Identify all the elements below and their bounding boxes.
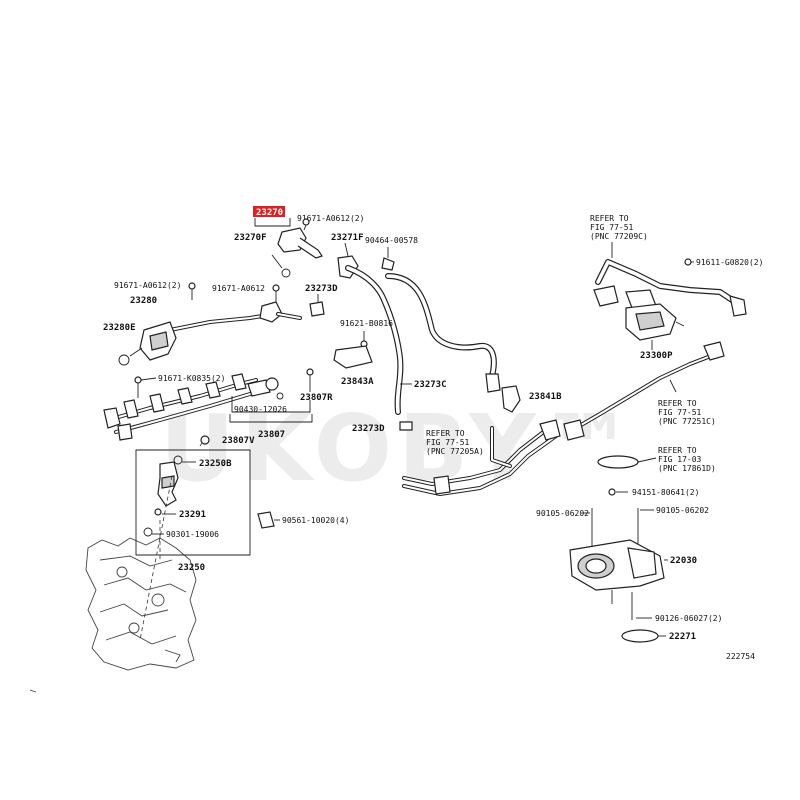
refer-77251c-line2: FIG 77-51 xyxy=(658,408,702,417)
label-23270: 23270 xyxy=(256,208,283,218)
label-23250b: 23250B xyxy=(199,459,232,469)
fuel-fitting-icon xyxy=(247,379,271,397)
clip-90464-icon xyxy=(381,257,395,271)
label-90464-00578: 90464-00578 xyxy=(365,236,418,245)
throttle-body-icon xyxy=(569,539,665,604)
drawing-number: 222754 xyxy=(726,652,755,661)
label-23273d-top: 23273D xyxy=(305,284,338,294)
o-ring-23280e-icon xyxy=(118,354,130,366)
refer-77209c-line1: REFER TO xyxy=(590,214,629,223)
plug-23807v-icon xyxy=(200,435,210,445)
hose-clamp-icon xyxy=(597,455,639,469)
refer-77205a-line1: REFER TO xyxy=(426,429,465,438)
injector-box xyxy=(135,449,251,556)
highlight-23270 xyxy=(253,206,285,217)
refer-77251c-line3: (PNC 77251C) xyxy=(658,417,716,426)
refer-77205a-line2: FIG 77-51 xyxy=(426,438,470,447)
label-90430-12026: 90430-12026 xyxy=(234,405,287,414)
label-90126-06027-2: 90126-06027(2) xyxy=(655,614,722,623)
label-22271: 22271 xyxy=(669,632,696,642)
label-91611-g0820-2: 91611-G0820(2) xyxy=(696,258,763,267)
label-91671-a0612-2-top: 91671-A0612(2) xyxy=(297,214,364,223)
engine-block-sketch xyxy=(29,537,197,693)
label-90105-06202-right: 90105-06202 xyxy=(656,506,709,515)
label-23291: 23291 xyxy=(179,510,206,520)
fuel-rail-assembly xyxy=(103,373,258,441)
label-91671-k0835-2: 91671-K0835(2) xyxy=(158,374,225,383)
label-23843a: 23843A xyxy=(341,377,374,387)
label-23280e: 23280E xyxy=(103,323,136,333)
label-90301-19006: 90301-19006 xyxy=(166,530,219,539)
label-23273c: 23273C xyxy=(414,380,447,390)
refer-17861d-line3: (PNC 17861D) xyxy=(658,464,716,473)
label-94151-80641-2: 94151-80641(2) xyxy=(632,488,699,497)
refer-77205a-line3: (PNC 77205A) xyxy=(426,447,484,456)
refer-17861d-line2: FIG 17-03 xyxy=(658,455,702,464)
label-23250: 23250 xyxy=(178,563,205,573)
label-23270f: 23270F xyxy=(234,233,267,243)
label-91621-b0816: 91621-B0816 xyxy=(340,319,393,328)
vacuum-hose-upper xyxy=(595,259,747,317)
label-23807v: 23807V xyxy=(222,436,255,446)
label-23271f: 23271F xyxy=(331,233,364,243)
bracket-23843a-icon xyxy=(333,345,373,369)
label-22030: 22030 xyxy=(670,556,697,566)
refer-77209c-line2: FIG 77-51 xyxy=(590,223,634,232)
refer-17861d-line1: REFER TO xyxy=(658,446,697,455)
label-23807: 23807 xyxy=(258,430,285,440)
o-ring-icon xyxy=(281,268,291,278)
label-23841b: 23841B xyxy=(529,392,562,402)
fuel-pipe-lines-center xyxy=(402,419,561,496)
label-23300p: 23300P xyxy=(640,351,673,361)
label-23273d-center: 23273D xyxy=(352,424,385,434)
part-23270-group: 23270 91671-A0612(2) 23270F xyxy=(234,206,364,278)
bolt-90561-icon xyxy=(257,511,275,529)
label-91671-a0612-2-left: 91671-A0612(2) xyxy=(114,281,181,290)
label-23807r: 23807R xyxy=(300,393,333,403)
connector-23841b-icon xyxy=(501,385,521,413)
refer-77251c-line1: REFER TO xyxy=(658,399,697,408)
refer-77209c-line3: (PNC 77209C) xyxy=(590,232,648,241)
label-91671-a0612: 91671-A0612 xyxy=(212,284,265,293)
label-90561-10020-4: 90561-10020(4) xyxy=(282,516,349,525)
vacuum-hose-lower xyxy=(563,341,725,441)
fuel-hose-23273c xyxy=(345,265,501,415)
label-90105-06202-left: 90105-06202 xyxy=(536,509,589,518)
label-23280: 23280 xyxy=(130,296,157,306)
gasket-22271-icon xyxy=(621,629,659,643)
